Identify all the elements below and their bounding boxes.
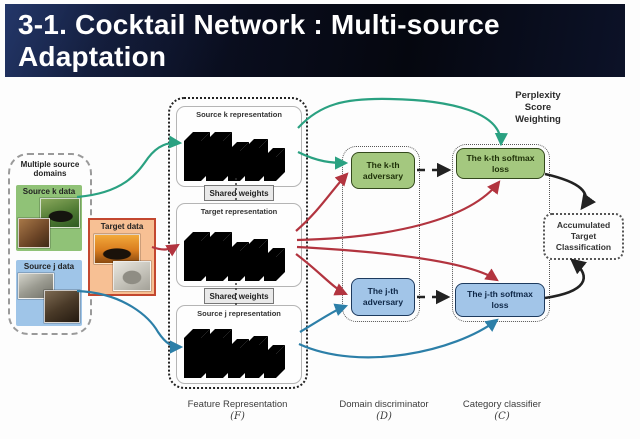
footer-feature-representation-symbol: (F) — [230, 410, 245, 422]
arrow-k-softmax-to-accumulated — [544, 172, 596, 211]
footer-domain-discriminator-symbol: (D) — [376, 410, 392, 422]
source-k-photo-2 — [18, 218, 50, 248]
source-k-representation-box: Source k representation — [176, 106, 302, 187]
target-data-label: Target data — [100, 222, 144, 231]
footer-domain-discriminator-text: Domain discriminator — [339, 399, 429, 410]
source-j-data-box: Source j data — [16, 260, 82, 326]
arrow-j-softmax-to-accumulated — [544, 258, 587, 300]
target-photo-1 — [94, 234, 140, 264]
target-photo-2 — [113, 261, 151, 291]
accumulated-target-classification-box: Accumulated Target Classification — [543, 213, 624, 260]
k-softmax-loss-box: The k-th softmax loss — [456, 148, 545, 179]
multiple-source-domains-panel: Multiple source domains Source k data So… — [8, 153, 92, 335]
source-j-data-label: Source j data — [23, 262, 75, 271]
k-adversary-box: The k-th adversary — [351, 152, 415, 189]
source-j-representation-box: Source j representation — [176, 305, 302, 384]
source-k-data-box: Source k data — [16, 185, 82, 251]
target-data-box: Target data — [88, 218, 156, 296]
feature-representation-panel: Source k representation Shared weights T… — [168, 97, 308, 389]
footer-domain-discriminator: Domain discriminator (D) — [318, 399, 450, 423]
target-convnet-blocks — [179, 223, 297, 285]
perplexity-score-weighting-label: Perplexity Score Weighting — [515, 90, 561, 125]
source-j-photo-2 — [44, 290, 80, 323]
shared-weights-2: Shared weights — [204, 288, 274, 304]
source-k-data-label: Source k data — [22, 187, 76, 196]
arrow-j-rep-to-j-softmax — [298, 318, 499, 359]
target-representation-label: Target representation — [200, 207, 278, 216]
j-adversary-box: The j-th adversary — [351, 278, 415, 316]
source-k-representation-label: Source k representation — [196, 110, 282, 119]
title-bar: 3-1. Cocktail Network : Multi-source Ada… — [5, 4, 625, 77]
slide-title: 3-1. Cocktail Network : Multi-source Ada… — [18, 8, 500, 72]
footer-category-classifier-symbol: (C) — [494, 410, 510, 422]
footer-feature-representation-text: Feature Representation — [187, 399, 288, 410]
source-j-convnet-blocks — [179, 320, 297, 382]
multiple-source-domains-label: Multiple source domains — [20, 160, 80, 179]
target-representation-box: Target representation — [176, 203, 302, 287]
source-j-representation-label: Source j representation — [197, 309, 281, 318]
footer-feature-representation: Feature Representation (F) — [160, 399, 315, 423]
source-j-photo-1 — [18, 273, 54, 299]
footer-category-classifier: Category classifier (C) — [442, 399, 562, 423]
arrow-k-rep-to-k-softmax — [297, 97, 508, 147]
footer-category-classifier-text: Category classifier — [462, 399, 542, 410]
source-k-convnet-blocks — [179, 123, 297, 185]
shared-weights-1: Shared weights — [204, 185, 274, 201]
arrow-source-j-data-to-rep — [76, 289, 184, 354]
arrow-source-k-data-to-rep — [76, 135, 183, 199]
j-softmax-loss-box: The j-th softmax loss — [455, 283, 545, 317]
